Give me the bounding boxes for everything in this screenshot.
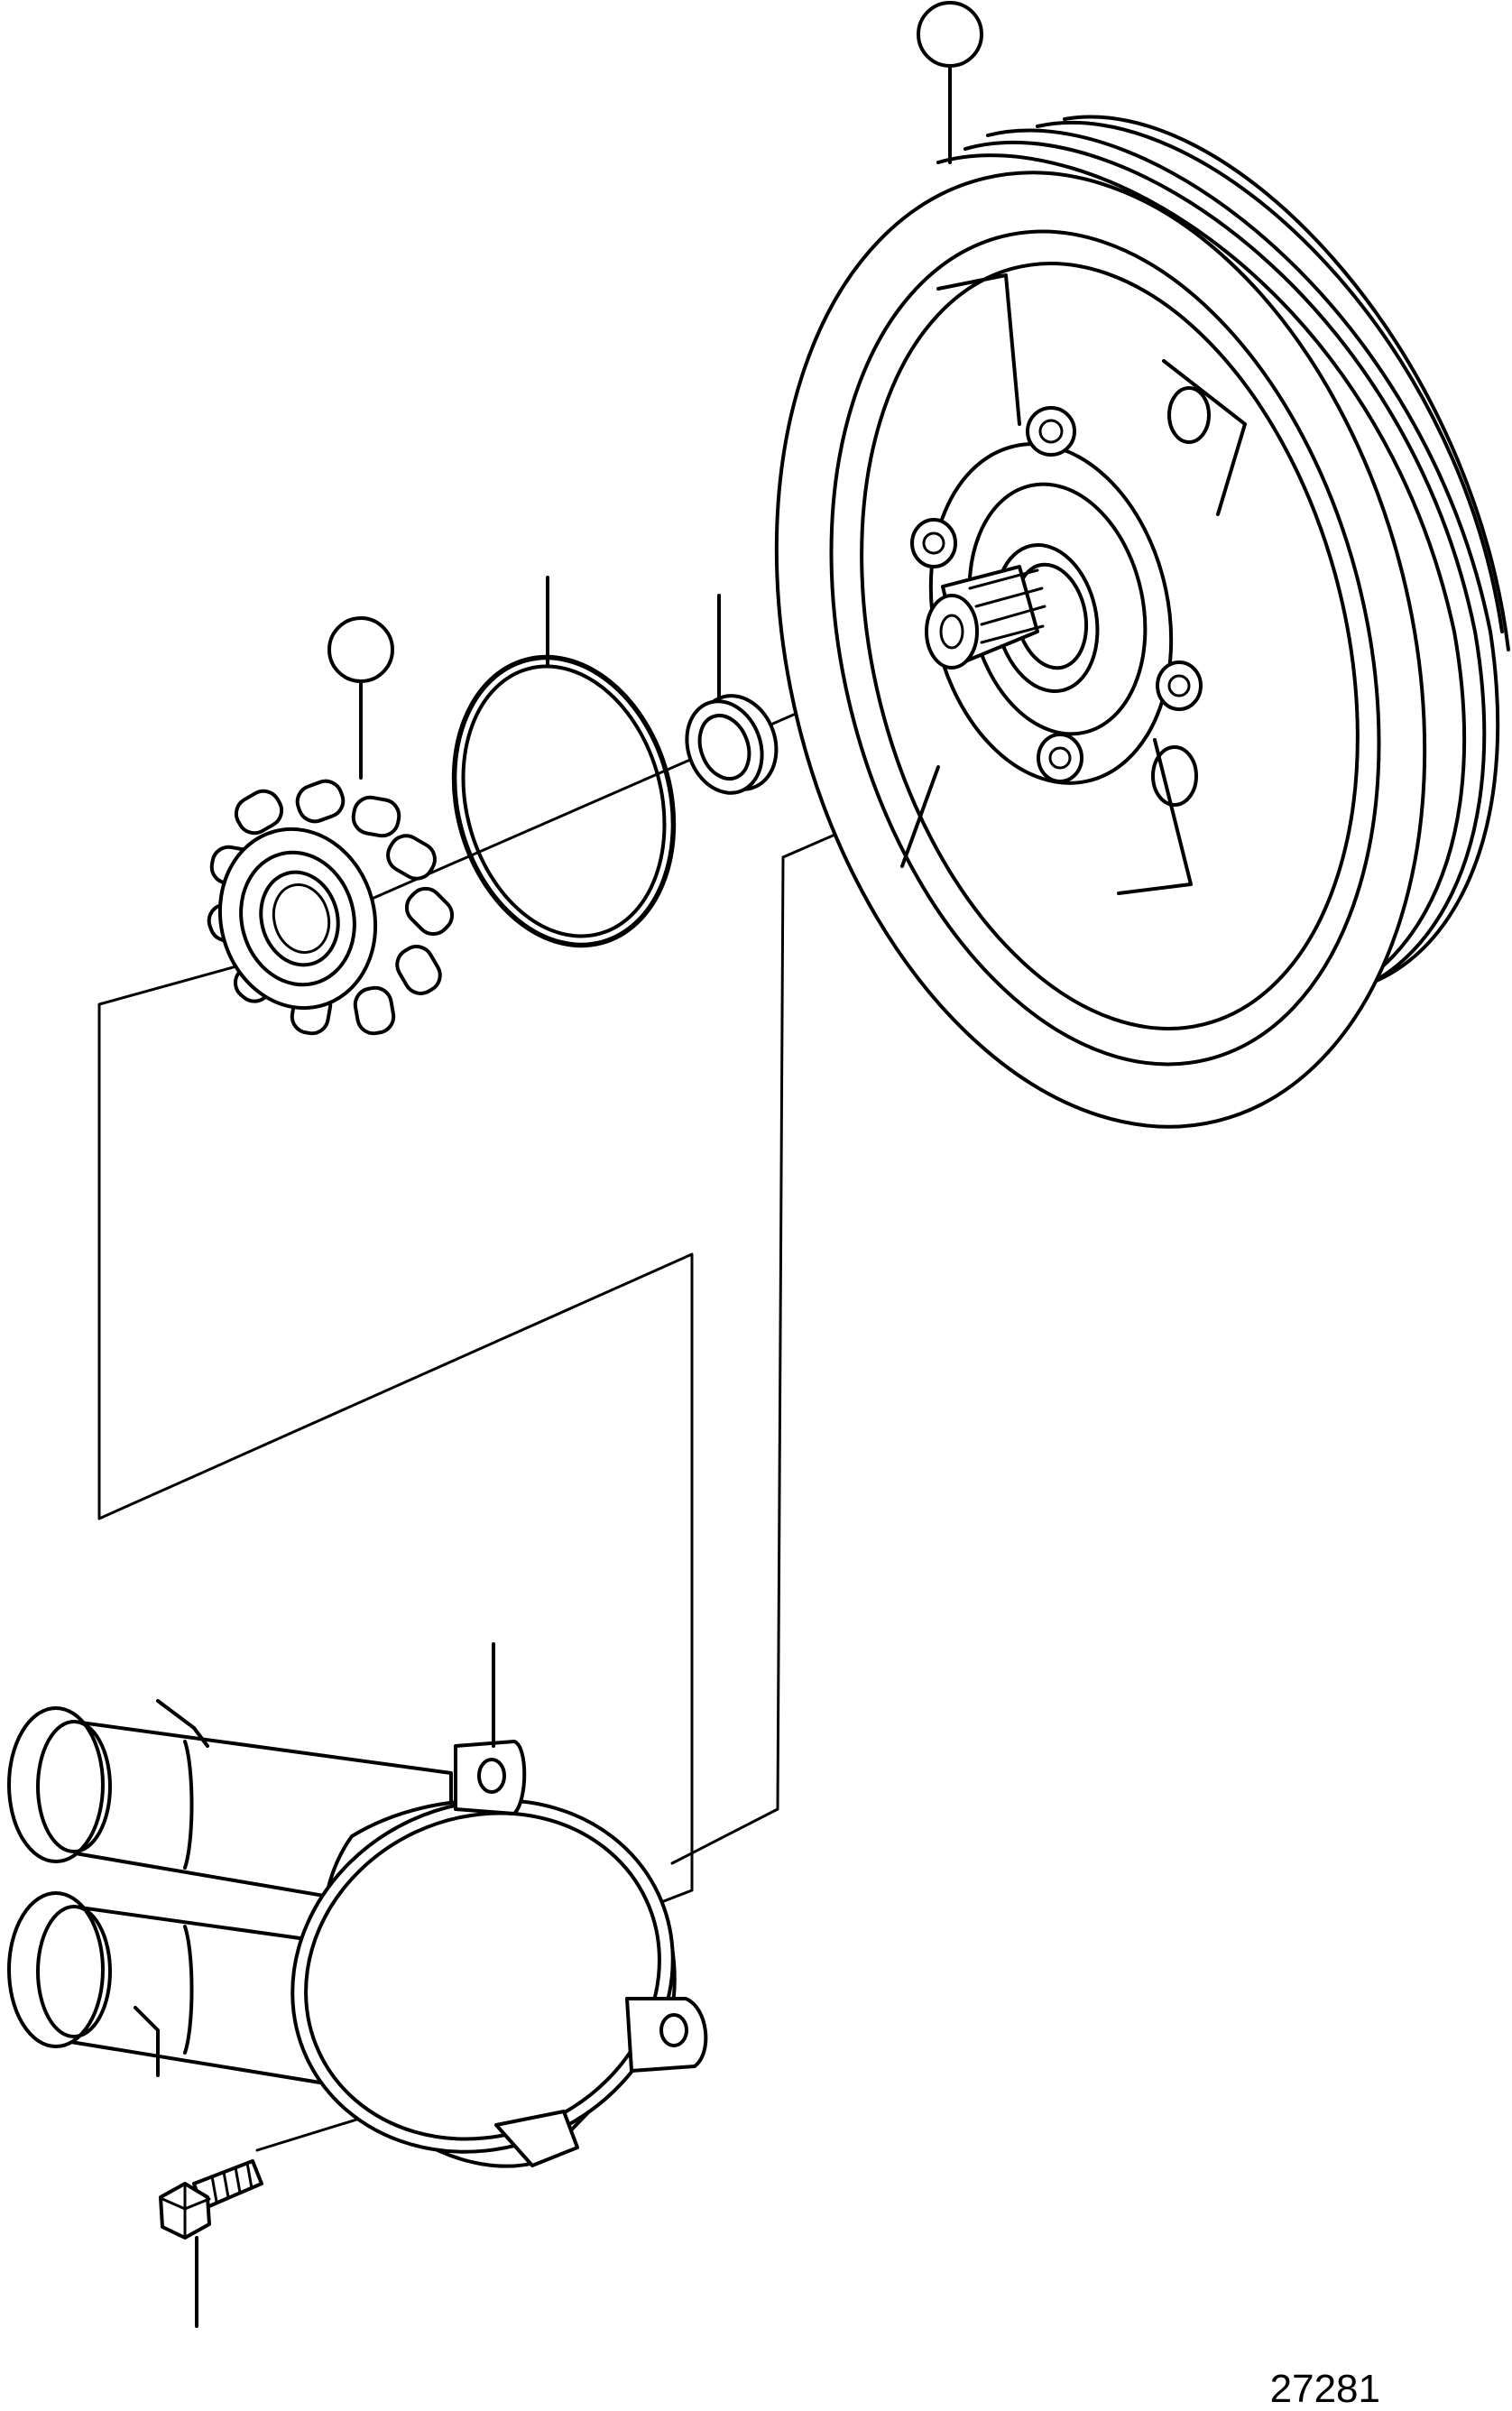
impeller bbox=[207, 779, 455, 1036]
figure-number: 27281 bbox=[1270, 2367, 1380, 2411]
screw bbox=[159, 2159, 263, 2240]
seal-ring bbox=[685, 694, 779, 795]
callout-pulley bbox=[917, 1, 983, 164]
pump-housing bbox=[7, 1699, 708, 2168]
o-ring bbox=[451, 654, 677, 948]
callout-impeller bbox=[327, 616, 394, 780]
callouts bbox=[195, 1, 983, 2328]
pulley bbox=[774, 115, 1510, 1129]
